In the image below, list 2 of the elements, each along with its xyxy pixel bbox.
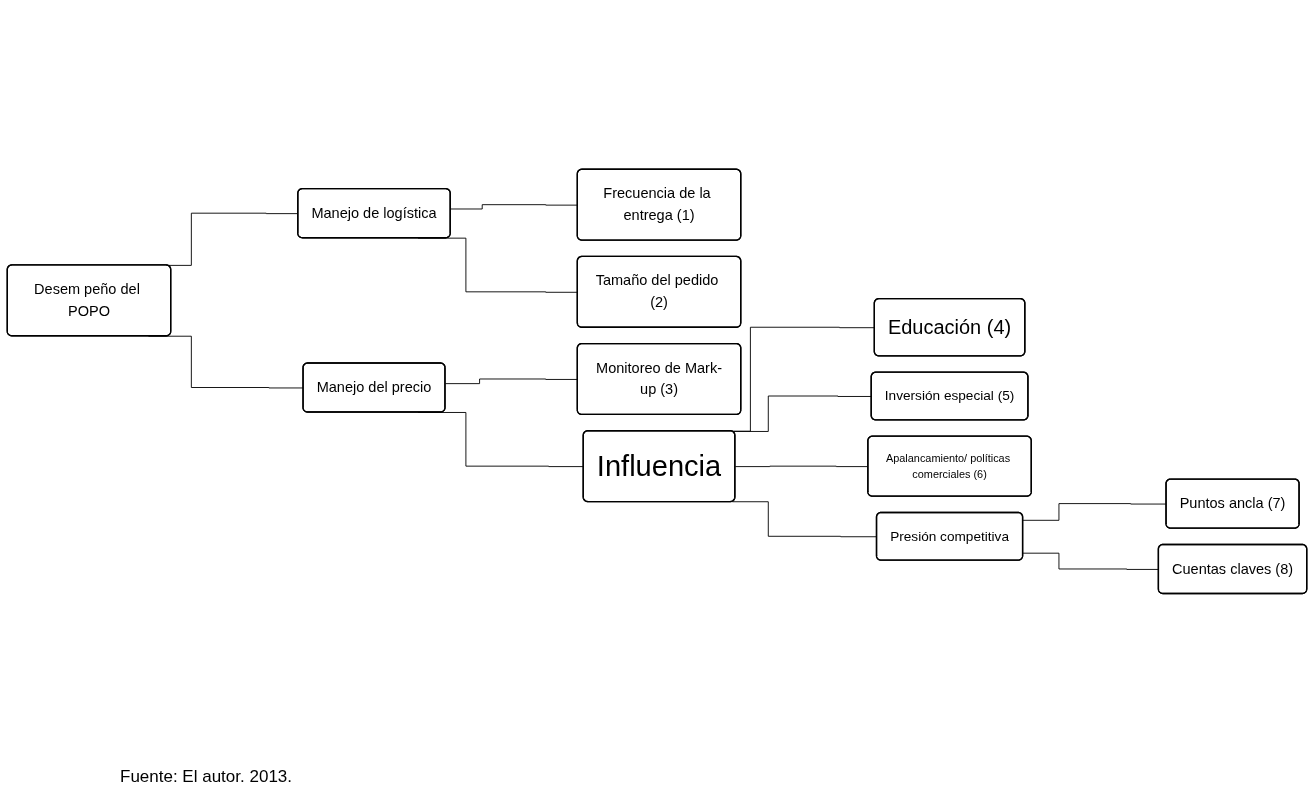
- connector: [1022, 503, 1167, 521]
- caption: Fuente: El autor. 2013.: [120, 767, 292, 786]
